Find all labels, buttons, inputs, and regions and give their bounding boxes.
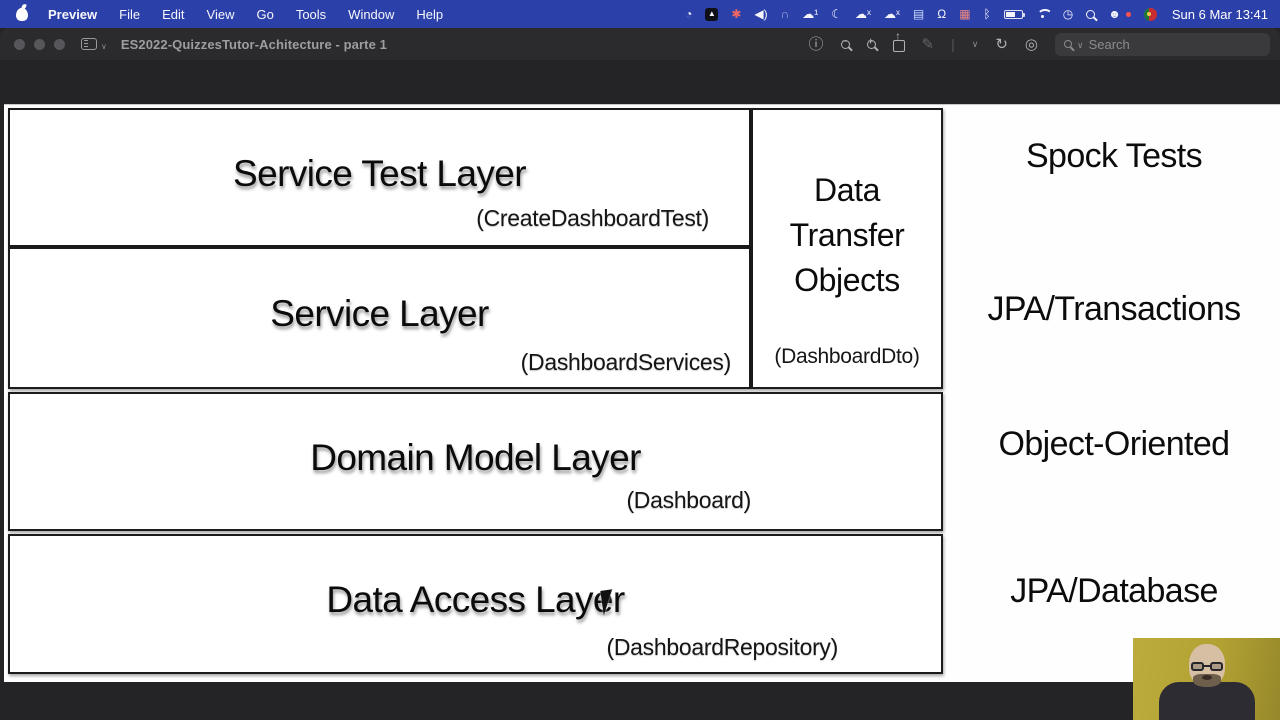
dto-subtitle: (DashboardDto) [774,345,920,368]
moon-icon[interactable]: ☾ [831,7,842,21]
annotation-jpa-database: JPA/Database [1010,572,1218,610]
rotate-icon[interactable]: ↻ [995,35,1008,53]
data-access-layer-box: Data Access Layer (DashboardRepository) [8,534,943,674]
layer-title: Domain Model Layer [310,436,641,478]
toolbar: ⓘ ✎ | ∨ ↻ ◎ ∨ Search [808,30,1280,56]
input-source-flag-icon[interactable] [1143,7,1157,21]
zoom-in-icon[interactable] [866,37,876,49]
layer-subtitle: (DashboardServices) [520,349,732,375]
service-layer-box: Service Layer (DashboardServices) [8,247,751,389]
menu-item-tools[interactable]: Tools [295,6,327,22]
annotation-jpa-transactions: JPA/Transactions [987,290,1241,328]
markup-chevron-icon[interactable]: ∨ [971,38,979,49]
info-icon[interactable]: ⓘ [808,35,824,53]
annotate-icon[interactable]: ◎ [1024,35,1038,53]
cloud-offline-icon[interactable]: ☁ˣ [855,7,871,21]
search-chevron-icon: ∨ [1077,40,1084,50]
zoom-button[interactable] [54,38,65,50]
toolbar-divider: | [951,36,955,52]
presenter-beard [1193,674,1221,687]
menu-bar: Preview File Edit View Go Tools Window H… [0,0,1280,28]
cloud-sync-icon[interactable]: ☁¹ [802,7,819,21]
menu-item-edit[interactable]: Edit [162,6,185,22]
menu-item-window[interactable]: Window [348,6,395,22]
annotation-spock-tests: Spock Tests [1025,137,1203,175]
menu-item-view[interactable]: View [206,6,235,22]
search-icon [1064,40,1072,48]
pinwheel-app-icon[interactable]: ✱ [731,7,742,21]
menu-item-go[interactable]: Go [256,6,274,22]
window-titlebar: ∨ ES2022-QuizzesTutor-Achitecture - part… [0,28,1280,60]
menu-status-area: ◔ ▲ ✱ ◀) ∩ ☁¹ ☾ ☁ˣ ☁ˣ ▤ Ω ▦ ᛒ ◷ ☻ Sun 6 … [685,7,1280,22]
battery-icon[interactable] [1003,9,1025,19]
layer-subtitle: (DashboardRepository) [606,634,839,660]
screen-time-icon[interactable]: ◔ [685,7,693,21]
sidebar-toggle-icon[interactable] [81,38,97,50]
layer-subtitle: (Dashboard) [626,487,751,513]
menu-item-help[interactable]: Help [416,6,444,22]
sidebar-chevron-icon[interactable]: ∨ [101,41,107,51]
webcam-overlay [1133,638,1280,720]
domain-model-layer-box: Domain Model Layer (Dashboard) [8,392,943,531]
notes-app-icon[interactable]: ▤ [912,7,925,21]
layer-title: Service Test Layer [233,152,526,194]
menu-item-preview[interactable]: Preview [48,6,98,22]
cloud-offline-2-icon[interactable]: ☁ˣ [883,7,900,21]
service-test-layer-box: Service Test Layer (CreateDashboardTest) [8,108,751,247]
layer-subtitle: (CreateDashboardTest) [476,205,709,231]
color-grid-app-icon[interactable]: ▦ [959,7,971,21]
data-transfer-objects-box: Data Transfer Objects (DashboardDto) [751,108,943,389]
notification-dot [1125,11,1131,17]
volume-icon[interactable]: ◀) [754,7,768,21]
menu-clock[interactable]: Sun 6 Mar 13:41 [1171,6,1268,22]
markup-pencil-icon[interactable]: ✎ [921,35,935,53]
layer-title: Service Layer [270,293,489,334]
search-placeholder: Search [1088,36,1130,52]
wifi-icon[interactable] [1036,9,1050,20]
presenter-mouth [1202,675,1212,680]
search-input[interactable]: ∨ Search [1055,32,1270,56]
spotlight-icon[interactable] [1086,9,1096,19]
menu-item-file[interactable]: File [119,6,141,22]
window-title: ES2022-QuizzesTutor-Achitecture - parte … [120,36,387,52]
share-icon[interactable] [892,30,905,52]
presenter-glasses [1191,662,1223,671]
privacy-arch-icon[interactable]: ∩ [780,7,790,21]
capture-app-icon[interactable]: ▲ [705,7,719,21]
close-button[interactable] [14,38,25,50]
minimize-button[interactable] [34,38,45,50]
time-machine-icon[interactable]: ◷ [1062,7,1074,21]
apple-menu-icon[interactable] [16,7,28,21]
traffic-lights [0,38,65,50]
layer-title: Data Access Layer [326,579,625,620]
zoom-out-icon[interactable] [840,37,850,49]
annotation-object-oriented: Object-Oriented [998,425,1231,463]
bluetooth-icon[interactable]: ᛒ [983,7,991,21]
dto-title: Data Transfer Objects [789,172,905,298]
headphones-icon[interactable]: Ω [937,7,947,21]
presenter-torso [1159,682,1255,720]
user-switch-icon[interactable]: ☻ [1108,7,1121,21]
